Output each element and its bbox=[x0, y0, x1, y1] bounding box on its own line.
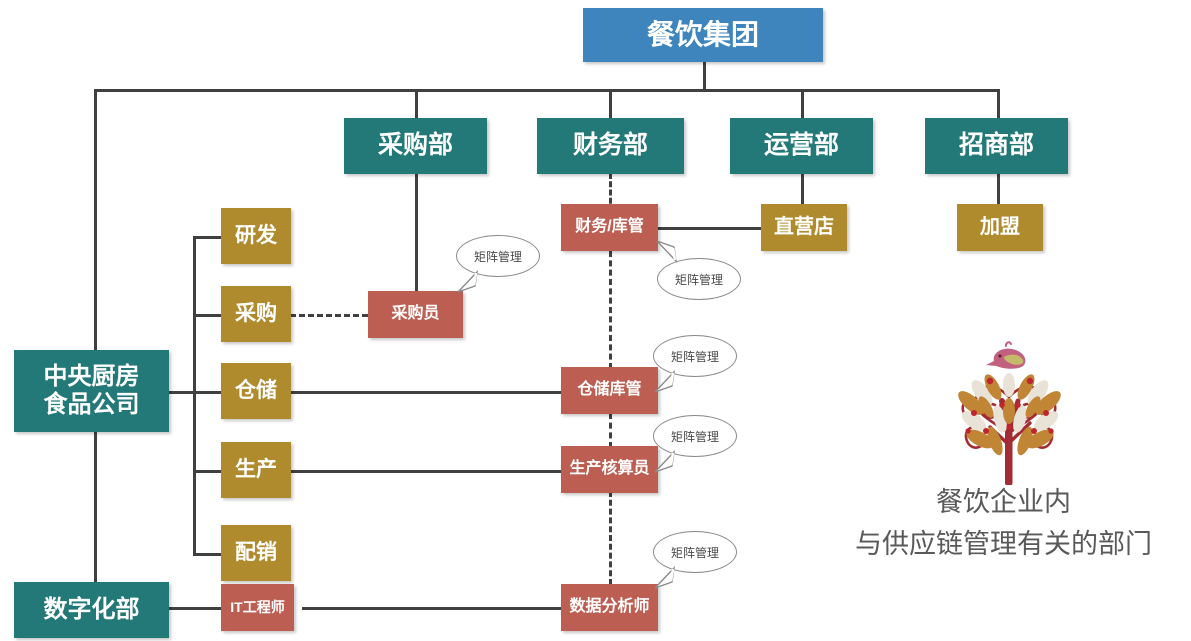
node-label: 仓储库管 bbox=[577, 381, 642, 399]
callout-tail-icon bbox=[656, 240, 678, 263]
callout-tail-icon bbox=[457, 270, 478, 293]
connector-shuzihuabu-to-it bbox=[168, 607, 222, 610]
node-role-shuju-fenxishi[interactable]: 数据分析师 bbox=[561, 584, 658, 631]
node-store-jiameng[interactable]: 加盟 bbox=[957, 204, 1043, 251]
connector-dashed-caigou-caigouyuan bbox=[290, 314, 368, 317]
node-label: 仓储 bbox=[235, 378, 277, 402]
connector-drop-yunyingbu bbox=[801, 89, 804, 119]
node-role-shengchan-hesuanyuan[interactable]: 生产核算员 bbox=[561, 446, 658, 493]
connector-yunyingbu-to-zhiyingdian bbox=[801, 173, 804, 205]
node-store-zhiyingdian[interactable]: 直营店 bbox=[761, 204, 847, 251]
node-label: 生产核算员 bbox=[569, 460, 650, 478]
connector-caigoubu-to-caigouyuan bbox=[415, 173, 418, 293]
node-label: 生产 bbox=[235, 457, 277, 481]
connector-dashed-finance-spine-1 bbox=[609, 173, 612, 212]
legend-caption: 餐饮企业内 与供应链管理有关的部门 bbox=[816, 482, 1191, 566]
node-label: 餐饮集团 bbox=[646, 19, 759, 51]
callout-matrix-management-shengchan: 矩阵管理 bbox=[653, 415, 737, 473]
connector-cangchu-to-cangchukuguan bbox=[290, 391, 567, 394]
node-function-shengchan[interactable]: 生产 bbox=[221, 442, 291, 498]
node-role-caiwu-kuguan[interactable]: 财务/库管 bbox=[561, 204, 658, 251]
connector-dashed-finance-spine-2 bbox=[609, 251, 612, 369]
node-dept-yunyingbu[interactable]: 运营部 bbox=[730, 118, 873, 174]
callout-label: 矩阵管理 bbox=[670, 349, 719, 364]
node-label: 配销 bbox=[235, 540, 277, 564]
node-label: 招商部 bbox=[958, 131, 1034, 160]
node-label: 数据分析师 bbox=[569, 598, 650, 616]
node-function-cangchu[interactable]: 仓储 bbox=[221, 363, 291, 419]
callout-label: 矩阵管理 bbox=[670, 429, 719, 444]
ornamental-tree-icon bbox=[930, 335, 1090, 486]
node-label: 数字化部 bbox=[43, 595, 140, 623]
connector-dashed-finance-spine-4 bbox=[609, 491, 612, 585]
callout-matrix-management-cangchu: 矩阵管理 bbox=[653, 335, 737, 393]
node-label: 研发 bbox=[235, 223, 277, 247]
node-label: 运营部 bbox=[763, 131, 839, 160]
node-dept-caigoubu[interactable]: 采购部 bbox=[344, 118, 487, 174]
node-role-caigouyuan[interactable]: 采购员 bbox=[368, 291, 463, 338]
node-entity-zhongyangchufang[interactable]: 中央厨房 食品公司 bbox=[14, 350, 169, 432]
node-function-it-engineer[interactable]: IT工程师 bbox=[221, 584, 294, 631]
node-function-peixiao[interactable]: 配销 bbox=[221, 525, 291, 581]
callout-matrix-management-shuju: 矩阵管理 bbox=[653, 531, 737, 589]
connector-shengchan-to-hesuanyuan bbox=[290, 470, 567, 473]
node-root-canyinjituan[interactable]: 餐饮集团 bbox=[583, 8, 823, 62]
node-label: 采购 bbox=[235, 301, 277, 325]
callout-tail-icon bbox=[654, 370, 675, 393]
node-role-cangchu-kuguan[interactable]: 仓储库管 bbox=[561, 367, 658, 414]
connector-spur-shengchan bbox=[193, 470, 222, 473]
connector-drop-caiwubu bbox=[609, 89, 612, 119]
node-function-caigou[interactable]: 采购 bbox=[221, 286, 291, 342]
connector-zhaoshangbu-to-jiameng bbox=[997, 173, 1000, 205]
node-label: 直营店 bbox=[774, 215, 834, 238]
node-label: 采购部 bbox=[377, 131, 453, 160]
callout-tail-icon bbox=[654, 566, 675, 589]
connector-drop-zhaoshangbu bbox=[997, 89, 1000, 119]
node-dept-zhaoshangbu[interactable]: 招商部 bbox=[925, 118, 1068, 174]
callout-label: 矩阵管理 bbox=[473, 249, 522, 264]
node-dept-caiwubu[interactable]: 财务部 bbox=[537, 118, 684, 174]
connector-spur-cangchu bbox=[193, 391, 222, 394]
connector-spur-pexiao bbox=[193, 553, 222, 556]
node-function-yanfa[interactable]: 研发 bbox=[221, 208, 291, 264]
node-label-line2: 食品公司 bbox=[43, 391, 140, 418]
node-label: IT工程师 bbox=[230, 599, 285, 616]
node-label: 加盟 bbox=[980, 215, 1020, 238]
node-label: 财务部 bbox=[572, 131, 648, 160]
connector-function-spine bbox=[193, 236, 196, 556]
connector-root-stem bbox=[703, 60, 706, 91]
callout-label: 矩阵管理 bbox=[670, 545, 719, 560]
connector-kitchen-to-spine bbox=[169, 391, 196, 394]
legend-caption-line2: 与供应链管理有关的部门 bbox=[855, 528, 1152, 559]
connector-it-to-shujufenxishi bbox=[302, 607, 567, 610]
node-label: 财务/库管 bbox=[575, 218, 644, 236]
callout-label: 矩阵管理 bbox=[674, 272, 723, 287]
callout-matrix-management-caiwu: 矩阵管理 bbox=[656, 240, 741, 300]
connector-dashed-finance-spine-3 bbox=[609, 413, 612, 448]
node-label-line1: 中央厨房 bbox=[43, 362, 140, 390]
connector-drop-left-branch bbox=[94, 89, 97, 584]
connector-main-bus bbox=[94, 89, 1000, 92]
node-entity-shuzihuabu[interactable]: 数字化部 bbox=[14, 582, 169, 638]
bird-icon bbox=[986, 341, 1026, 369]
connector-spur-yanfa bbox=[193, 236, 222, 239]
callout-tail-icon bbox=[654, 450, 675, 473]
callout-matrix-management-caigouyuan: 矩阵管理 bbox=[456, 235, 540, 293]
connector-spur-caigou bbox=[193, 314, 222, 317]
connector-drop-caigoubu bbox=[415, 89, 418, 119]
legend-caption-line1: 餐饮企业内 bbox=[936, 487, 1071, 517]
connector-caiwukuguan-to-zhiyingdian bbox=[658, 227, 761, 230]
node-label: 采购员 bbox=[391, 305, 440, 323]
